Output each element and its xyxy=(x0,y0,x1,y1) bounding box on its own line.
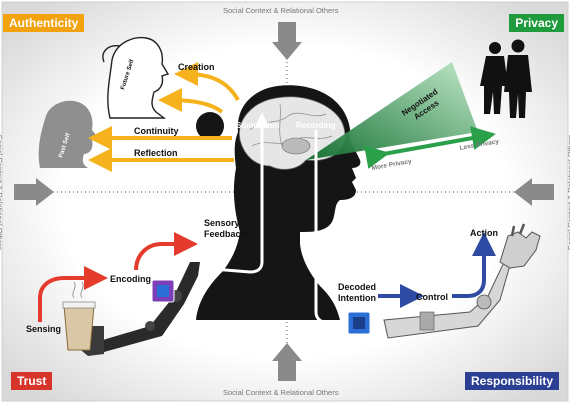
corner-authenticity: Authenticity xyxy=(3,14,85,32)
prosthetic-arm-right xyxy=(383,223,541,339)
upper-creation-arrow xyxy=(158,88,224,114)
corner-privacy: Privacy xyxy=(509,14,564,32)
label-action: Action xyxy=(470,228,498,238)
creation-arrow xyxy=(174,62,240,102)
label-reflection: Reflection xyxy=(134,148,178,158)
corner-trust: Trust xyxy=(11,372,53,390)
privacy-scale-arrow xyxy=(364,126,496,169)
label-sensory: Sensory xyxy=(204,218,240,228)
relational-others-figures xyxy=(480,39,532,118)
context-arrow-bottom xyxy=(272,343,302,381)
context-arrow-left xyxy=(14,178,54,206)
coffee-cup xyxy=(62,281,96,351)
label-feedback: Feedback xyxy=(204,229,247,239)
label-recording: Recording xyxy=(296,121,336,130)
context-label-top: Social Context & Relational Others xyxy=(223,6,339,15)
recording-pathway xyxy=(314,130,348,324)
label-sensing: Sensing xyxy=(26,324,61,334)
stimulation-pathway xyxy=(199,128,264,274)
encoding-arrow xyxy=(134,232,198,271)
label-decoded: Decoded xyxy=(338,282,376,292)
future-self-silhouette xyxy=(107,36,170,119)
corner-responsibility: Responsibility xyxy=(464,372,559,390)
action-arrow xyxy=(452,232,496,298)
hair-bun xyxy=(196,112,224,140)
label-encoding: Encoding xyxy=(110,274,151,284)
context-arrow-top xyxy=(272,22,302,60)
context-label-left: Social Context & Relational Others xyxy=(0,134,5,251)
label-stimulation: Stimulation xyxy=(236,121,280,130)
context-arrow-right xyxy=(514,178,554,206)
decoder-chip xyxy=(347,311,371,335)
label-intention: Intention xyxy=(338,293,376,303)
context-label-bottom: Social Context & Relational Others xyxy=(223,388,339,397)
label-control: Control xyxy=(416,292,448,302)
sensing-arrow xyxy=(38,266,108,322)
encoder-chip xyxy=(151,279,175,303)
label-continuity: Continuity xyxy=(134,126,179,136)
past-self-silhouette xyxy=(38,100,98,168)
context-label-right: Social Context & Relational Others xyxy=(565,134,570,251)
label-creation: Creation xyxy=(178,62,215,72)
